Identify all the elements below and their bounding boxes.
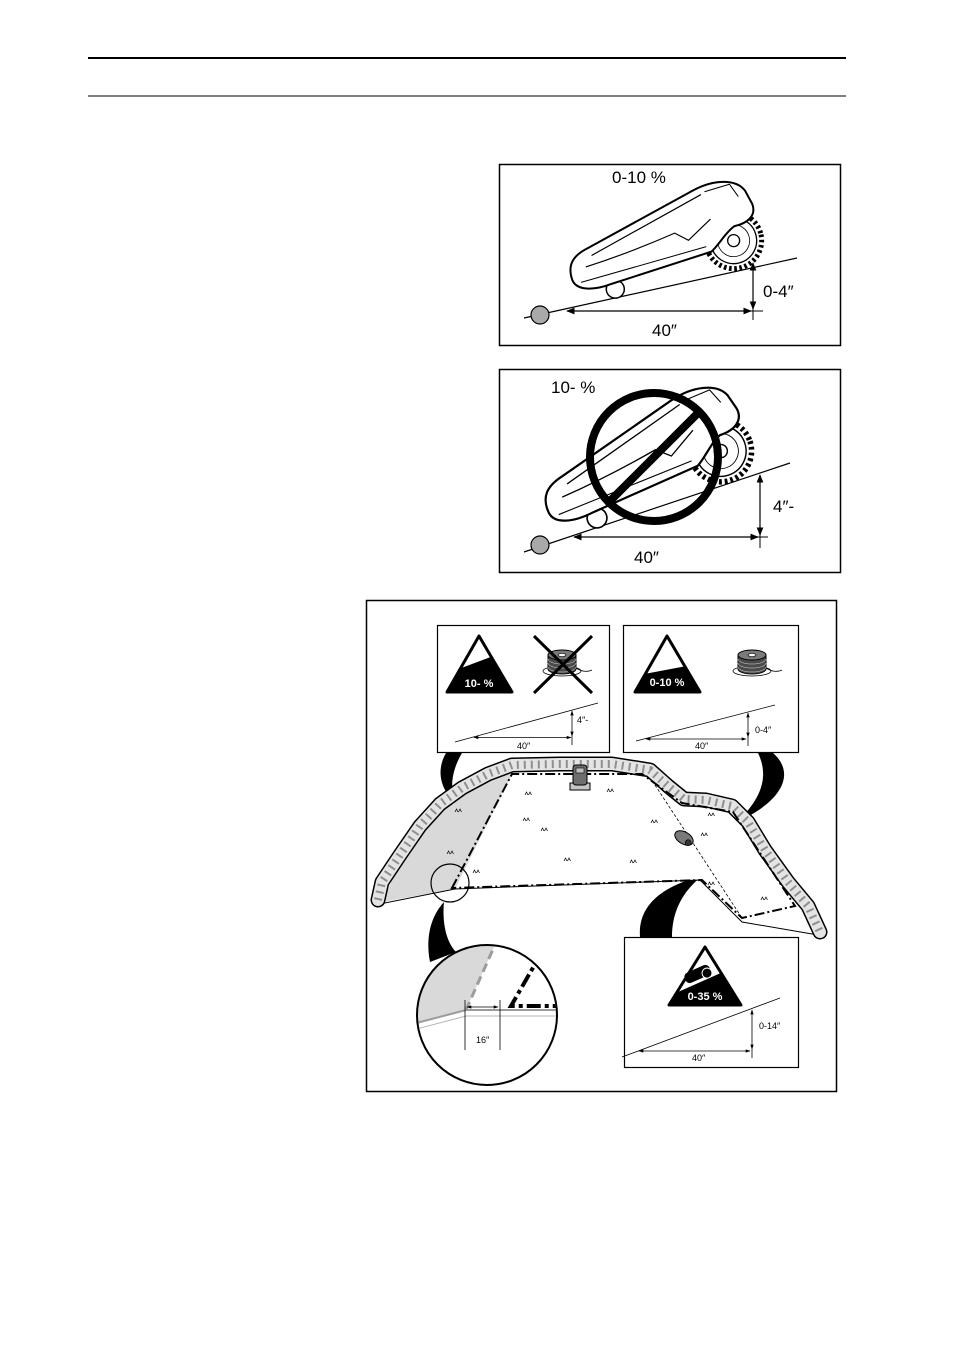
figure-slope-permitted: 0-10 % 0-4″ 40″ (498, 163, 842, 347)
charging-station (569, 764, 591, 791)
ground-slope-line (454, 702, 599, 743)
rise-label: 0-4″ (763, 282, 794, 301)
rise-label: 4″- (577, 715, 588, 725)
rise-label: 0-4″ (755, 725, 772, 735)
lawn-edge-line (418, 1009, 556, 1027)
figure-garden-installation: 10- % 4″- 40″ 0-10 % (365, 599, 838, 1093)
run-label: 40″ (634, 548, 659, 567)
rise-label: 0-14″ (759, 1021, 781, 1031)
panel-working-area-slope: 0-35 % 0-14″ 40″ (621, 936, 800, 1069)
steep-slope-area (382, 774, 512, 902)
panel-permitted-slope: 0-10 % 0-4″ 40″ (622, 624, 800, 754)
run-label: 40″ (692, 1053, 706, 1063)
callout-tail-inner-panel (639, 876, 702, 937)
run-label: 40″ (652, 321, 677, 340)
run-label: 40″ (517, 741, 531, 751)
prohibition-icon (586, 389, 722, 525)
rock-border (370, 756, 828, 940)
boundary-wire (450, 773, 797, 920)
slope-grade-label: 0-10 % (612, 168, 666, 187)
distance-label: 16″ (476, 1035, 490, 1045)
slope-grade-label: 10- % (551, 378, 595, 397)
zoom-circle-outline (416, 944, 558, 1086)
slope-grade-badge: 0-35 % (688, 991, 723, 1003)
robotic-mower-icon (674, 830, 694, 847)
run-label: 40″ (695, 741, 709, 751)
detail-callout-circle (430, 863, 470, 903)
slope-warning-icon: 0-10 % (633, 634, 702, 694)
rise-label: 4″- (773, 497, 794, 516)
guide-wire-line (654, 784, 743, 919)
reference-point-marker (530, 535, 550, 555)
ground-slope-line (635, 704, 776, 742)
figure-slope-prohibited: 10- % 4″- 40″ (498, 368, 842, 574)
lawn-edge-line (418, 1015, 556, 1033)
garden-overview (370, 756, 828, 940)
reference-point-marker (530, 305, 550, 325)
slope-grade-badge: 0-10 % (650, 677, 685, 689)
callout-tail-zoom (428, 902, 456, 962)
slope-grade-badge: 10- % (465, 678, 494, 690)
panel-steep-slope: 10- % 4″- 40″ (436, 624, 611, 754)
cross-out-icon (532, 634, 594, 695)
callout-tail-ok-panel (737, 753, 785, 822)
ground-slope-line (523, 462, 791, 553)
boundary-wire (507, 951, 556, 1008)
ground-slope-line (621, 997, 781, 1058)
